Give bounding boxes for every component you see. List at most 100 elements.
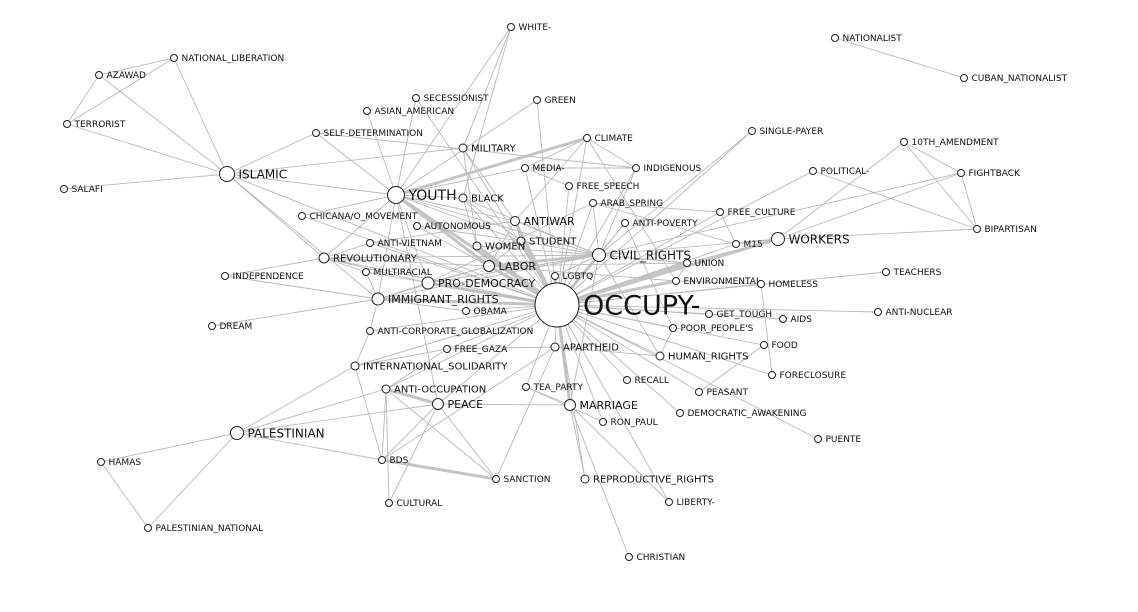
node-circle-sanction <box>492 475 500 483</box>
node-occupy: OCCUPY- <box>534 282 700 328</box>
edge-m15--occupy <box>556 243 737 306</box>
node-label-youth: YOUTH <box>408 188 457 204</box>
node-food: FOOD <box>760 341 798 351</box>
node-circle-salafi <box>60 185 68 193</box>
edge-terrorist--islamic <box>66 123 228 175</box>
edge-media--occupy <box>524 167 558 306</box>
edge-revolutionary--occupy <box>323 257 558 306</box>
node-revolutionary: REVOLUTIONARY <box>318 252 418 265</box>
node-circle-anti-nuclear <box>874 308 882 316</box>
node-labor: LABOR <box>483 260 536 273</box>
node-national-liberation: NATIONAL_LIBERATION <box>170 54 284 64</box>
node-circle-chicana-o-movement <box>298 212 306 220</box>
node-label-occupy: OCCUPY- <box>583 291 700 322</box>
node-dream: DREAM <box>208 322 253 332</box>
node-circle-international-solidarity <box>350 361 360 371</box>
edge-palestinian--peace <box>236 403 439 434</box>
edge-bds--peace <box>381 403 439 461</box>
node-democratic-awakening: DEMOCRATIC_AWAKENING <box>676 409 807 419</box>
edge-immigrant-rights--occupy <box>377 297 558 307</box>
node-label-women: WOMEN <box>485 242 525 253</box>
node-immigrant-rights: IMMIGRANT_RIGHTS <box>371 292 499 306</box>
node-label-bipartisan: BIPARTISAN <box>985 225 1037 235</box>
node-circle-hamas <box>97 458 105 466</box>
node-circle-azawad <box>95 71 103 79</box>
node-label-anti-corporate-globalization: ANTI-CORPORATE_GLOBALIZATION <box>378 327 534 337</box>
edge-international-solidarity--free-gaza <box>354 348 448 367</box>
node-hamas: HAMAS <box>97 458 141 468</box>
edge-palestinian--international-solidarity <box>236 365 356 434</box>
node-climate: CLIMATE <box>583 134 634 144</box>
node-label-salafi: SALAFI <box>72 185 103 195</box>
edge-fightback--workers <box>777 172 962 240</box>
node-label-independence: INDEPENDENCE <box>233 272 304 282</box>
node-label-puente: PUENTE <box>826 435 862 445</box>
node-circle-military <box>458 143 468 153</box>
node-10th-amendment: 10TH_AMENDMENT <box>900 138 999 148</box>
edge-anti-occupation--occupy <box>385 304 558 390</box>
node-sanction: SANCTION <box>492 475 551 485</box>
node-obama: OBAMA <box>462 307 508 317</box>
edge-puente--occupy <box>556 304 819 440</box>
node-label-anti-poverty: ANTI-POVERTY <box>633 219 699 229</box>
edge-apartheid--human-rights <box>554 346 661 357</box>
edge-bds--anti-occupation <box>381 388 387 461</box>
node-circle-poor-people-s <box>669 324 677 332</box>
edge-youth--asian-american <box>366 110 397 196</box>
edge-chicana-o-movement--occupy <box>301 215 558 306</box>
edge-pro-democracy--arab-spring <box>427 202 594 284</box>
edge-layer <box>63 26 978 558</box>
node-label-military: MILITARY <box>471 144 517 155</box>
node-label-autonomous: AUTONOMOUS <box>425 222 492 232</box>
node-label-christian: CHRISTIAN <box>637 553 686 563</box>
edge-bipartisan--workers <box>777 228 978 240</box>
edge-christian--marriage <box>569 404 630 558</box>
edge-sanction--anti-occupation <box>385 388 497 480</box>
edge-marriage--civil-rights <box>569 254 600 406</box>
node-label-dream: DREAM <box>220 322 253 332</box>
edge-peace--marriage <box>437 403 571 406</box>
node-independence: INDEPENDENCE <box>221 272 304 282</box>
node-peace: PEACE <box>432 398 483 411</box>
edge-civil-rights--lgbtq <box>554 254 600 277</box>
node-azawad: AZAWAD <box>95 71 146 81</box>
edge-workers--union <box>686 238 779 264</box>
edge-international-solidarity--anti-corporate-globalization <box>354 330 371 367</box>
node-political: POLITICAL- <box>809 167 869 177</box>
node-circle-independence <box>221 272 229 280</box>
node-circle-student <box>516 236 526 246</box>
edge-liberty--marriage <box>569 404 670 503</box>
node-circle-autonomous <box>413 222 421 230</box>
edge-sanction--peace <box>437 403 497 480</box>
edge-international-solidarity--occupy <box>354 304 558 367</box>
node-label-nationalist: NATIONALIST <box>843 34 903 44</box>
node-circle-recall <box>623 376 631 384</box>
edge-anti-occupation--peace <box>385 387 439 406</box>
node-label-food: FOOD <box>772 341 798 351</box>
node-label-palestinian: PALESTINIAN <box>248 426 325 440</box>
node-foreclosure: FORECLOSURE <box>768 371 846 381</box>
edge-labor--environmental <box>488 265 677 282</box>
node-poor-people-s: POOR_PEOPLE'S <box>669 324 754 334</box>
edge-civil-rights--labor <box>488 253 600 268</box>
node-cultural: CULTURAL <box>385 499 442 509</box>
node-circle-white <box>507 23 515 31</box>
edge-anti-nuclear--occupy <box>556 304 879 313</box>
node-label-climate: CLIMATE <box>595 134 634 144</box>
node-label-revolutionary: REVOLUTIONARY <box>333 254 418 265</box>
edge-youth--chicana-o-movement <box>301 194 397 217</box>
edge-black--occupy <box>462 197 558 306</box>
edge-white--military <box>462 26 512 149</box>
node-secessionist: SECESSIONIST <box>412 94 489 104</box>
edge-islamic--immigrant-rights <box>226 173 379 300</box>
edge-fightback--bipartisan <box>960 172 978 230</box>
node-label-democratic-awakening: DEMOCRATIC_AWAKENING <box>688 409 807 419</box>
node-aids: AIDS <box>779 315 812 325</box>
edge-anti-corporate-globalization--occupy <box>369 304 558 332</box>
edge-civil-rights--pro-democracy <box>427 254 600 284</box>
node-label-single-payer: SINGLE-PAYER <box>760 127 824 137</box>
node-label-civil-rights: CIVIL_RIGHTS <box>610 248 692 262</box>
node-islamic: ISLAMIC <box>219 166 287 182</box>
node-circle-marriage <box>564 399 576 411</box>
